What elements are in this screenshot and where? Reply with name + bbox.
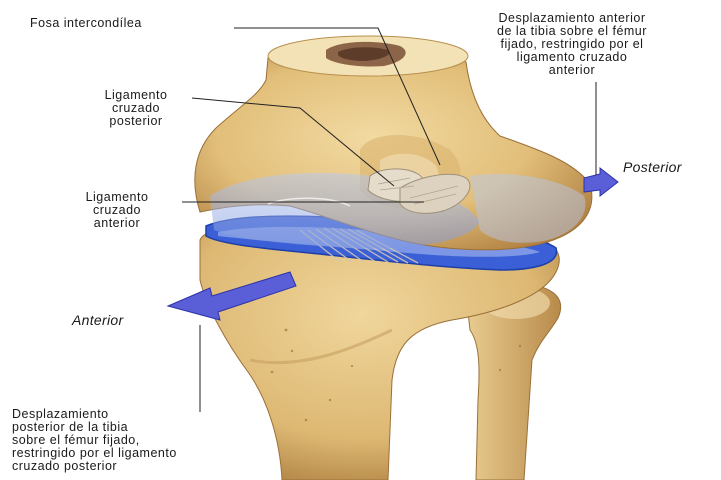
label-line: anterior [54, 217, 180, 230]
label-desplazamiento-posterior: Desplazamiento posterior de la tibia sob… [12, 408, 177, 473]
label-text: Fosa intercondílea [30, 17, 142, 30]
label-text: Posterior [623, 161, 682, 174]
label-line: cruzado posterior [12, 460, 177, 473]
label-text: Anterior [72, 314, 123, 327]
label-desplazamiento-anterior: Desplazamiento anterior de la tibia sobr… [432, 12, 712, 77]
label-ligamento-cruzado-anterior: Ligamento cruzado anterior [54, 191, 180, 230]
label-line: anterior [432, 64, 712, 77]
posterior-arrow [584, 168, 618, 196]
label-fosa-intercondilea: Fosa intercondílea [30, 17, 142, 30]
label-line: posterior [80, 115, 192, 128]
label-anterior: Anterior [72, 314, 123, 327]
label-ligamento-cruzado-posterior: Ligamento cruzado posterior [80, 89, 192, 128]
label-posterior: Posterior [623, 161, 682, 174]
